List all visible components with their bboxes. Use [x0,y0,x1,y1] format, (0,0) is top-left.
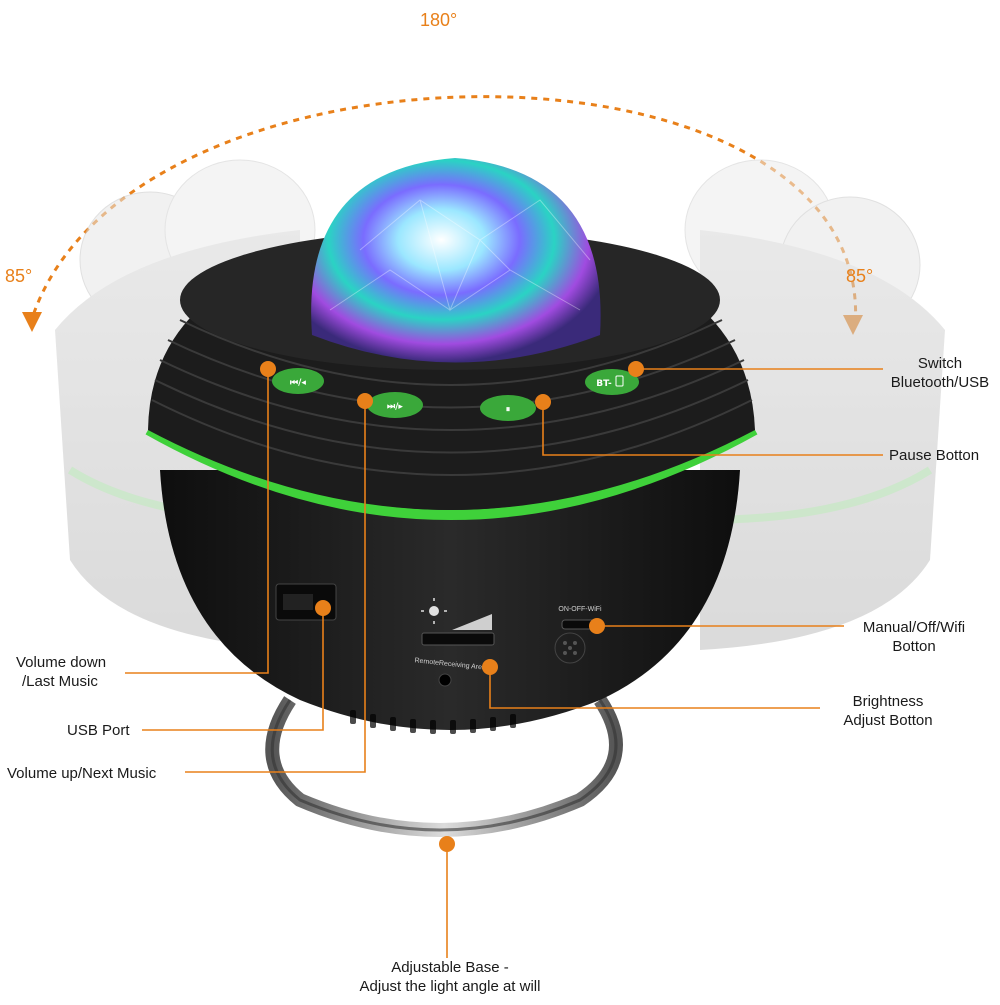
usb-port-label: USB Port [67,722,130,739]
adjustable-base [265,696,623,837]
svg-text:⏸: ⏸ [506,405,511,415]
volume-up-button[interactable]: ⏭/▸ [367,392,423,418]
callout-dots [260,361,644,852]
angle-right-label: 85° [846,266,874,286]
switch-label: ON-OFF-WiFi [558,606,602,613]
bt-button-label: BT- [596,379,612,389]
angle-top-label: 180° [420,10,458,30]
ghost-tilt-right [684,159,945,650]
angle-left-label: 85° [5,266,33,286]
crystal-dome [311,158,601,363]
volume-up-label: Volume up/Next Music [7,765,157,782]
adjustable-base-label: Adjustable Base - Adjust the light angle… [359,959,541,995]
svg-text:⏮/◂: ⏮/◂ [290,378,306,388]
body-ridges [151,319,753,476]
volume-down-label: Volume down /Last Music [16,654,107,690]
manual-off-wifi-label: Manual/Off/Wifi Botton [862,619,966,655]
bottom-vents [350,710,516,734]
switch-bt-usb-label: Switch Bluetooth/USB [890,355,990,391]
pause-label: Pause Botton [889,447,980,464]
speaker-grille-icon [554,632,586,664]
green-light-ring [145,425,758,520]
callout-lines [125,368,883,958]
volume-down-button[interactable]: ⏮/◂ [272,368,324,394]
arc-left-arrow-icon [22,312,42,332]
device-lower-body [160,470,740,730]
bt-usb-switch-button[interactable]: BT- [585,369,639,395]
dome-facets [329,199,591,312]
svg-text:⏭/▸: ⏭/▸ [387,402,403,412]
brightness-label: Brightness Adjust Botton [843,693,933,729]
pause-button[interactable]: ⏸ [480,395,536,421]
